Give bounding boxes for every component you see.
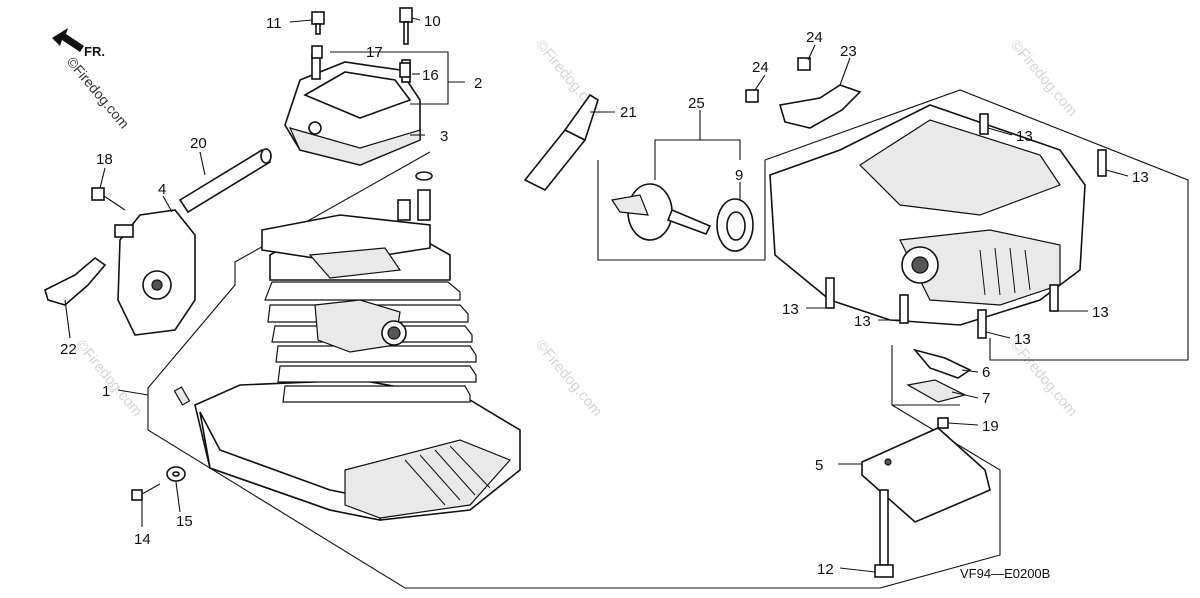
front-arrow-icon: [52, 28, 84, 52]
bolt-24-b-part: [745, 89, 759, 103]
callout-1: 1: [102, 383, 110, 400]
watermark: ©Firedog.com: [1007, 37, 1081, 120]
callout-3: 3: [440, 128, 448, 145]
callout-18: 18: [96, 151, 113, 168]
front-label: FR.: [84, 44, 105, 59]
watermark: ©Firedog.com: [1007, 337, 1081, 420]
watermark: ©Firedog.com: [64, 54, 133, 132]
callout-20: 20: [190, 135, 207, 152]
callout-13: 13: [1014, 331, 1031, 348]
cap-16-part: [311, 45, 323, 59]
callout-11: 11: [266, 15, 282, 32]
crankcase-part: [769, 104, 1086, 326]
callout-24: 24: [806, 29, 823, 46]
callout-4: 4: [158, 181, 166, 198]
callout-23: 23: [840, 43, 857, 60]
callout-6: 6: [982, 364, 990, 381]
callout-21: 21: [620, 104, 637, 121]
bracket-23-part: [778, 84, 862, 129]
drawing-code: VF94—E0200B: [960, 566, 1050, 581]
breather-6-part: [912, 348, 972, 379]
dipstick-group-outline: [597, 160, 766, 261]
bolt-13-set: [825, 113, 1107, 339]
callout-7: 7: [982, 390, 990, 407]
watermark: ©Firedog.com: [532, 337, 606, 420]
watermark: ©Firedog.com: [72, 337, 146, 420]
callout-10: 10: [424, 13, 441, 30]
bolt-10-part: [399, 7, 413, 45]
bolt-19-part: [937, 417, 949, 429]
plate-7-part: [906, 379, 967, 403]
callout-19: 19: [982, 418, 999, 435]
bolt-24-a-part: [797, 57, 811, 71]
bolt-11-part: [311, 11, 325, 35]
cap-17-part: [399, 62, 411, 78]
head-cover-part: [284, 54, 421, 166]
callout-13: 13: [1132, 169, 1149, 186]
callout-25: 25: [688, 95, 705, 112]
bolt-14-part: [131, 483, 161, 501]
cover-5-part: [861, 427, 991, 523]
leader-lines: [64, 17, 1129, 573]
spark-plug-21-part: [523, 93, 599, 192]
washer-15-part: [166, 466, 186, 482]
seal-9-part: [716, 198, 754, 252]
front-direction-indicator: FR. ©Firedog.com: [52, 28, 133, 131]
crankcase-group-outline: [764, 89, 1189, 361]
callout-16: 16: [422, 67, 439, 84]
callout-13: 13: [854, 313, 871, 330]
callout-labels: 1 2 3 4 5 6 7 9 10 11 12 13 13 13 13 13 …: [60, 13, 1149, 578]
callout-13: 13: [1016, 128, 1033, 145]
tube-20-part: [178, 148, 272, 214]
dowel-pins-part: [397, 171, 433, 221]
sump-group-outline: [891, 345, 960, 406]
callout-13: 13: [782, 301, 799, 318]
callout-13: 13: [1092, 304, 1109, 321]
callout-12: 12: [817, 561, 834, 578]
side-cover-4-part: [114, 209, 196, 336]
bolt-12-part: [874, 489, 894, 578]
dipstick-25-part: [610, 183, 712, 241]
callout-17: 17: [366, 44, 383, 61]
cylinder-block-part: [173, 214, 521, 521]
group-outlines: [147, 89, 1189, 589]
callout-9: 9: [735, 167, 743, 184]
clip-22-part: [44, 256, 107, 306]
callout-15: 15: [176, 513, 193, 530]
callout-5: 5: [815, 457, 823, 474]
callout-14: 14: [134, 531, 151, 548]
callout-2: 2: [474, 75, 482, 92]
bolt-18-part: [91, 187, 126, 211]
callout-22: 22: [60, 341, 77, 358]
main-assembly-outline: [147, 151, 1001, 589]
callout-24: 24: [752, 59, 769, 76]
